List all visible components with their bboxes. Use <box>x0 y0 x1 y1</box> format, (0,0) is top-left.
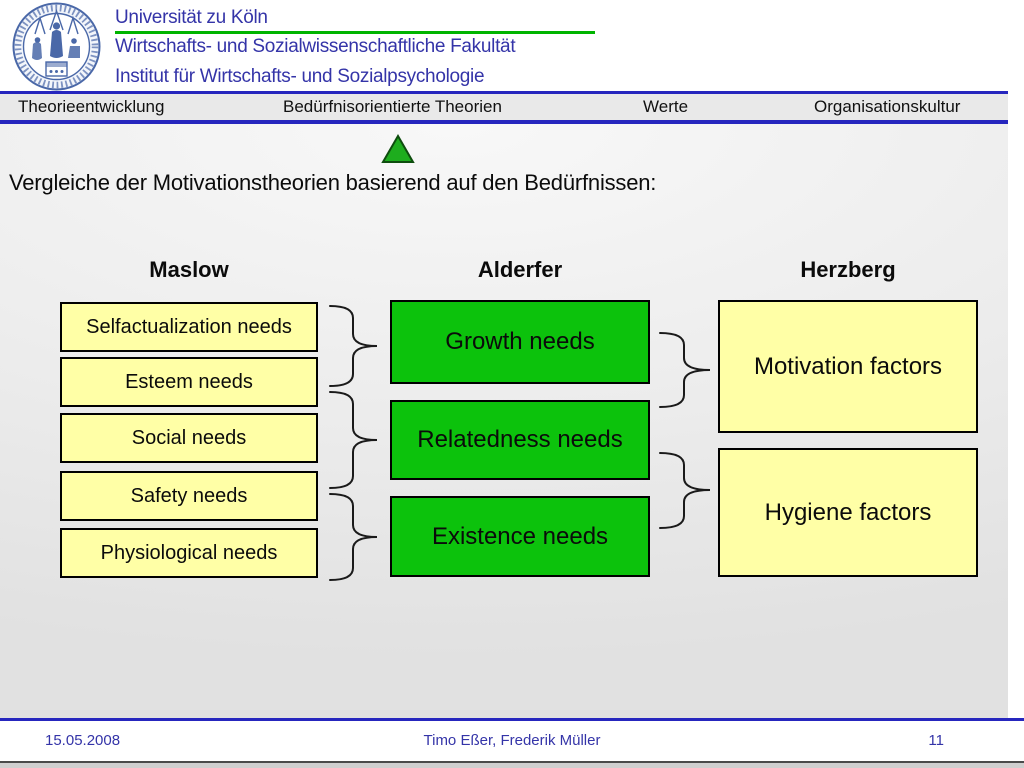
slide-footer: 15.05.2008 Timo Eßer, Frederik Müller 11 <box>0 721 1024 761</box>
box-growth-needs: Growth needs <box>390 300 650 384</box>
current-section-triangle-icon <box>381 134 415 163</box>
header-institute-name: Institut für Wirtschafts- und Sozialpsyc… <box>115 66 485 87</box>
box-motivation-factors: Motivation factors <box>718 300 978 433</box>
nav-item-theorieentwicklung[interactable]: Theorieentwicklung <box>18 97 165 116</box>
nav-item-werte[interactable]: Werte <box>643 97 689 116</box>
agenda-nav-bar: Theorieentwicklung Bedürfnisorientierte … <box>0 94 1008 120</box>
box-social-needs: Social needs <box>60 413 318 463</box>
box-esteem-needs: Esteem needs <box>60 357 318 407</box>
footer-authors: Timo Eßer, Frederik Müller <box>423 732 601 749</box>
nav-item-beduerfnisorientierte-theorien[interactable]: Bedürfnisorientierte Theorien <box>283 97 502 116</box>
university-seal-logo <box>12 2 101 91</box>
nav-item-organisationskultur[interactable]: Organisationskultur <box>814 97 961 116</box>
header-green-underline <box>115 31 595 34</box>
header-faculty-name: Wirtschafts- und Sozialwissenschaftliche… <box>115 36 516 57</box>
footer-top-rule <box>0 718 1024 721</box>
slide-title: Vergleiche der Motivationstheorien basie… <box>9 170 657 195</box>
box-physiological-needs: Physiological needs <box>60 528 318 578</box>
column-header-herzberg: Herzberg <box>800 257 896 282</box>
footer-page-number: 11 <box>928 732 944 749</box>
box-safety-needs: Safety needs <box>60 471 318 521</box>
column-header-maslow: Maslow <box>149 257 229 282</box>
box-relatedness-needs: Relatedness needs <box>390 400 650 480</box>
nav-bottom-rule <box>0 120 1008 124</box>
box-hygiene-factors: Hygiene factors <box>718 448 978 577</box>
footer-date: 15.05.2008 <box>45 732 121 749</box>
box-existence-needs: Existence needs <box>390 496 650 577</box>
footer-bottom-strip <box>0 763 1024 768</box>
box-selfactualization-needs: Selfactualization needs <box>60 302 318 352</box>
column-header-alderfer: Alderfer <box>477 257 563 282</box>
nav-top-rule <box>0 91 1008 94</box>
footer-bottom-rule <box>0 761 1024 763</box>
header-university-name: Universität zu Köln <box>115 7 268 28</box>
